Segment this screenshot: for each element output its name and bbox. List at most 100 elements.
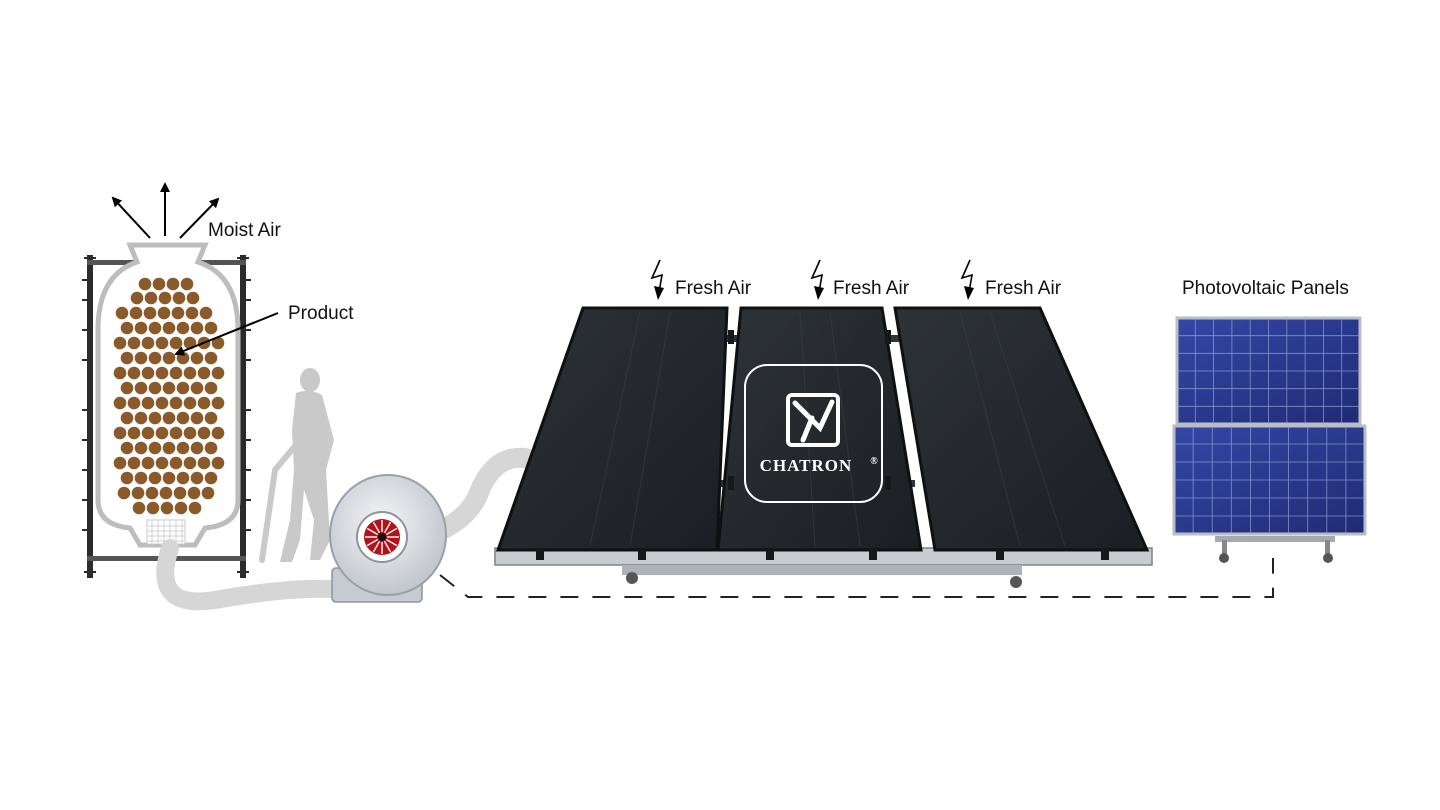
- product-item: [205, 412, 218, 425]
- photovoltaic-panels-label: Photovoltaic Panels: [1182, 278, 1349, 300]
- product-item: [163, 382, 176, 395]
- product-item: [181, 278, 194, 291]
- product-item: [156, 457, 169, 470]
- product-item: [163, 352, 176, 365]
- fresh-air-label-3: Fresh Air: [985, 278, 1061, 300]
- product-item: [135, 472, 148, 485]
- product-item: [128, 367, 141, 380]
- product-item: [170, 457, 183, 470]
- product-item: [186, 307, 199, 320]
- fresh-air-label-2: Fresh Air: [833, 278, 909, 300]
- product-item: [142, 457, 155, 470]
- product-item: [198, 397, 211, 410]
- solar-air-collector-icon: [495, 308, 1152, 588]
- product-item: [114, 397, 127, 410]
- product-item: [191, 382, 204, 395]
- product-item: [212, 367, 225, 380]
- product-item: [175, 502, 188, 515]
- product-item: [114, 367, 127, 380]
- product-item: [128, 457, 141, 470]
- product-item: [135, 352, 148, 365]
- product-item: [167, 278, 180, 291]
- product-item: [116, 307, 129, 320]
- product-item: [135, 322, 148, 335]
- product-item: [177, 382, 190, 395]
- product-item: [121, 322, 134, 335]
- product-item: [114, 337, 127, 350]
- lightning-icon: [962, 260, 974, 300]
- product-item: [128, 397, 141, 410]
- product-item: [121, 382, 134, 395]
- product-item: [128, 427, 141, 440]
- person-silhouette-icon: [262, 368, 334, 562]
- product-item: [156, 397, 169, 410]
- product-item: [149, 352, 162, 365]
- product-item: [212, 457, 225, 470]
- fresh-air-label-1: Fresh Air: [675, 278, 751, 300]
- product-item: [170, 367, 183, 380]
- product-item: [172, 307, 185, 320]
- photovoltaic-panel-icon: [1174, 318, 1365, 563]
- product-item: [121, 442, 134, 455]
- product-item: [131, 292, 144, 305]
- product-item: [163, 412, 176, 425]
- product-item: [149, 412, 162, 425]
- product-item: [160, 487, 173, 500]
- dryer-chamber-icon: [82, 245, 251, 578]
- product-item: [184, 397, 197, 410]
- lightning-icon: [652, 260, 664, 300]
- product-item: [205, 472, 218, 485]
- product-item: [149, 322, 162, 335]
- product-item: [142, 427, 155, 440]
- lightning-icon: [812, 260, 824, 300]
- product-item: [184, 367, 197, 380]
- product-item: [121, 472, 134, 485]
- product-item: [156, 337, 169, 350]
- blower-fan-icon: [330, 475, 446, 602]
- moist-air-label: Moist Air: [208, 220, 281, 242]
- product-item: [205, 382, 218, 395]
- product-item: [142, 397, 155, 410]
- logo-registered-mark: ®: [870, 456, 878, 467]
- product-item: [158, 307, 171, 320]
- moist-air-arrows-icon: [113, 184, 218, 238]
- product-item: [191, 352, 204, 365]
- product-item: [184, 427, 197, 440]
- product-item: [133, 502, 146, 515]
- product-item: [142, 367, 155, 380]
- product-item: [191, 472, 204, 485]
- product-item: [187, 292, 200, 305]
- product-item: [121, 412, 134, 425]
- product-item: [170, 397, 183, 410]
- product-item: [153, 278, 166, 291]
- product-item: [145, 292, 158, 305]
- product-item: [156, 427, 169, 440]
- product-item: [170, 427, 183, 440]
- product-item: [177, 442, 190, 455]
- product-label: Product: [288, 303, 353, 325]
- product-item: [161, 502, 174, 515]
- product-item: [205, 322, 218, 335]
- product-item: [177, 472, 190, 485]
- product-item: [139, 278, 152, 291]
- product-item: [173, 292, 186, 305]
- product-item: [130, 307, 143, 320]
- product-item: [212, 427, 225, 440]
- product-item: [135, 412, 148, 425]
- product-item: [144, 307, 157, 320]
- product-item: [205, 352, 218, 365]
- product-item: [135, 382, 148, 395]
- product-item: [163, 322, 176, 335]
- product-item: [198, 367, 211, 380]
- product-item: [156, 367, 169, 380]
- product-item: [149, 382, 162, 395]
- product-item: [174, 487, 187, 500]
- product-item: [170, 337, 183, 350]
- product-item: [191, 442, 204, 455]
- product-item: [147, 502, 160, 515]
- product-item: [200, 307, 213, 320]
- product-item: [114, 427, 127, 440]
- product-item: [132, 487, 145, 500]
- product-item: [135, 442, 148, 455]
